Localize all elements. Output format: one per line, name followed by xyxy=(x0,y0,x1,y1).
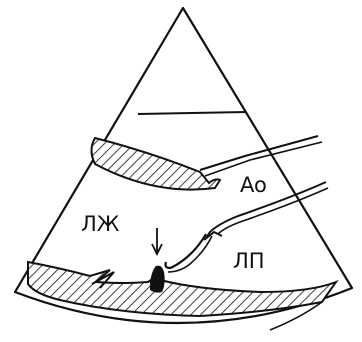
label-left-ventricle: ЛЖ xyxy=(81,212,120,236)
label-aorta: Ao xyxy=(240,173,267,197)
label-left-atrium: ЛП xyxy=(233,249,265,273)
